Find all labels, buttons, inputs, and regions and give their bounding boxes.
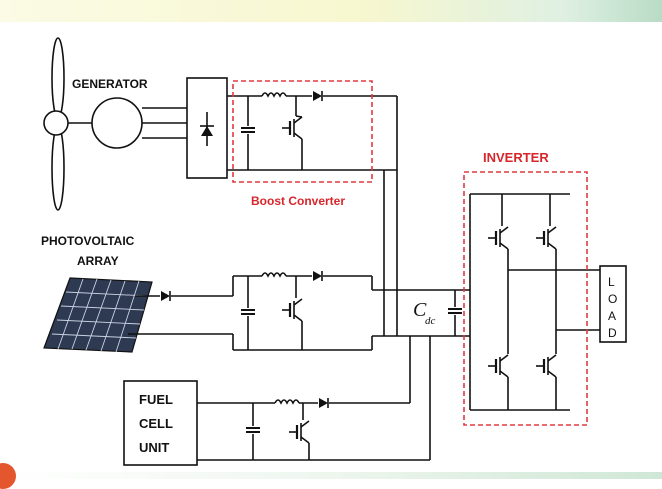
array-label: ARRAY xyxy=(77,254,119,268)
hybrid-power-diagram: GENERATOR Boost Converter PHOTOVOLTAIC A… xyxy=(41,37,627,466)
load-letter-l: L xyxy=(608,275,615,289)
capacitor-symbol-label: C xyxy=(413,299,427,321)
photovoltaic-label: PHOTOVOLTAIC xyxy=(41,234,135,248)
cell-label: CELL xyxy=(139,416,173,431)
fuel-cell-unit xyxy=(123,380,198,466)
solar-panel-icon xyxy=(43,277,233,353)
wind-turbine-icon xyxy=(43,37,92,211)
boost-converter-pv xyxy=(232,270,410,351)
inverter-highlight xyxy=(463,171,588,426)
generator-label: GENERATOR xyxy=(72,77,148,91)
inverter-bridge xyxy=(470,193,600,411)
footer-band xyxy=(0,472,662,479)
unit-label: UNIT xyxy=(139,440,169,455)
generator-icon xyxy=(91,97,187,149)
dc-bus xyxy=(383,96,471,460)
capacitor-subscript-label: dc xyxy=(425,315,436,327)
inverter-label: INVERTER xyxy=(483,150,549,165)
fuel-label: FUEL xyxy=(139,392,173,407)
load-block xyxy=(599,265,627,343)
load-letter-d: D xyxy=(608,326,617,340)
rectifier-block xyxy=(186,77,228,179)
header-band xyxy=(0,0,662,22)
boost-converter-fuel xyxy=(197,397,430,461)
boost-converter-label: Boost Converter xyxy=(251,194,345,208)
boost-converter-wind xyxy=(227,90,397,171)
load-letter-o: O xyxy=(608,292,617,306)
load-letter-a: A xyxy=(608,309,616,323)
